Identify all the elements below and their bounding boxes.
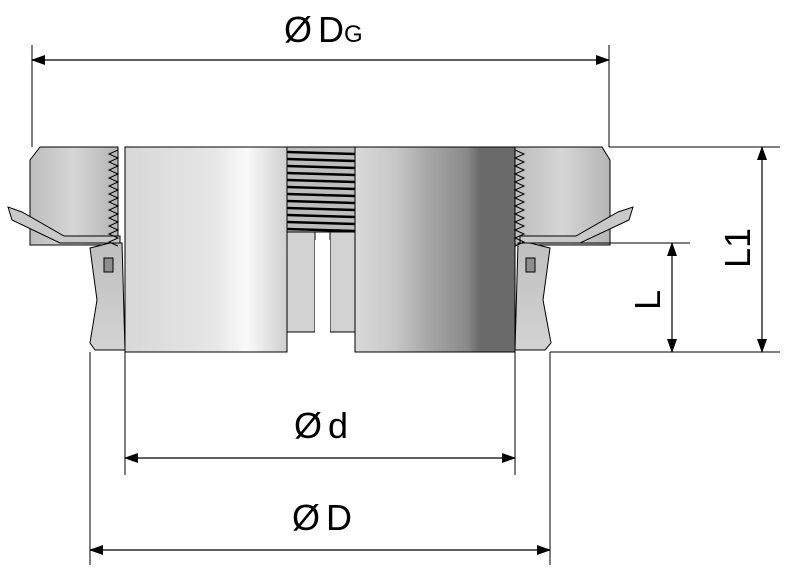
dim-label-l: L [627, 290, 668, 310]
dg-sub: G [344, 21, 363, 48]
svg-text:ØDG: ØDG [284, 9, 363, 50]
right-insert [525, 257, 536, 273]
dg-main: D [318, 9, 344, 50]
center-lower-mid [315, 240, 330, 352]
d-big-main: D [326, 497, 352, 538]
svg-text:Ød: Ød [294, 405, 348, 446]
l1-label: L1 [717, 228, 758, 268]
left-cap-nut [29, 146, 119, 246]
center-lower-right [329, 231, 356, 333]
dimension-lines [31, 55, 767, 555]
right-cone [514, 242, 552, 351]
gland-body [7, 146, 634, 353]
left-insert [103, 257, 114, 273]
right-main-body [354, 146, 516, 353]
right-seal-lip [519, 206, 634, 244]
d-small-symbol: Ø [294, 405, 322, 446]
right-thread-teeth [513, 149, 526, 247]
left-thread-teeth [107, 149, 120, 247]
center-thread [286, 146, 356, 233]
dim-label-l1: L1 [717, 228, 758, 268]
svg-text:ØD: ØD [292, 497, 352, 538]
d-small-main: d [328, 405, 348, 446]
d-big-symbol: Ø [292, 497, 320, 538]
l-label: L [627, 290, 668, 310]
center-lower-left [286, 231, 316, 333]
left-seal-lip [7, 206, 121, 244]
dg-symbol: Ø [284, 9, 312, 50]
left-main-body [124, 146, 288, 353]
